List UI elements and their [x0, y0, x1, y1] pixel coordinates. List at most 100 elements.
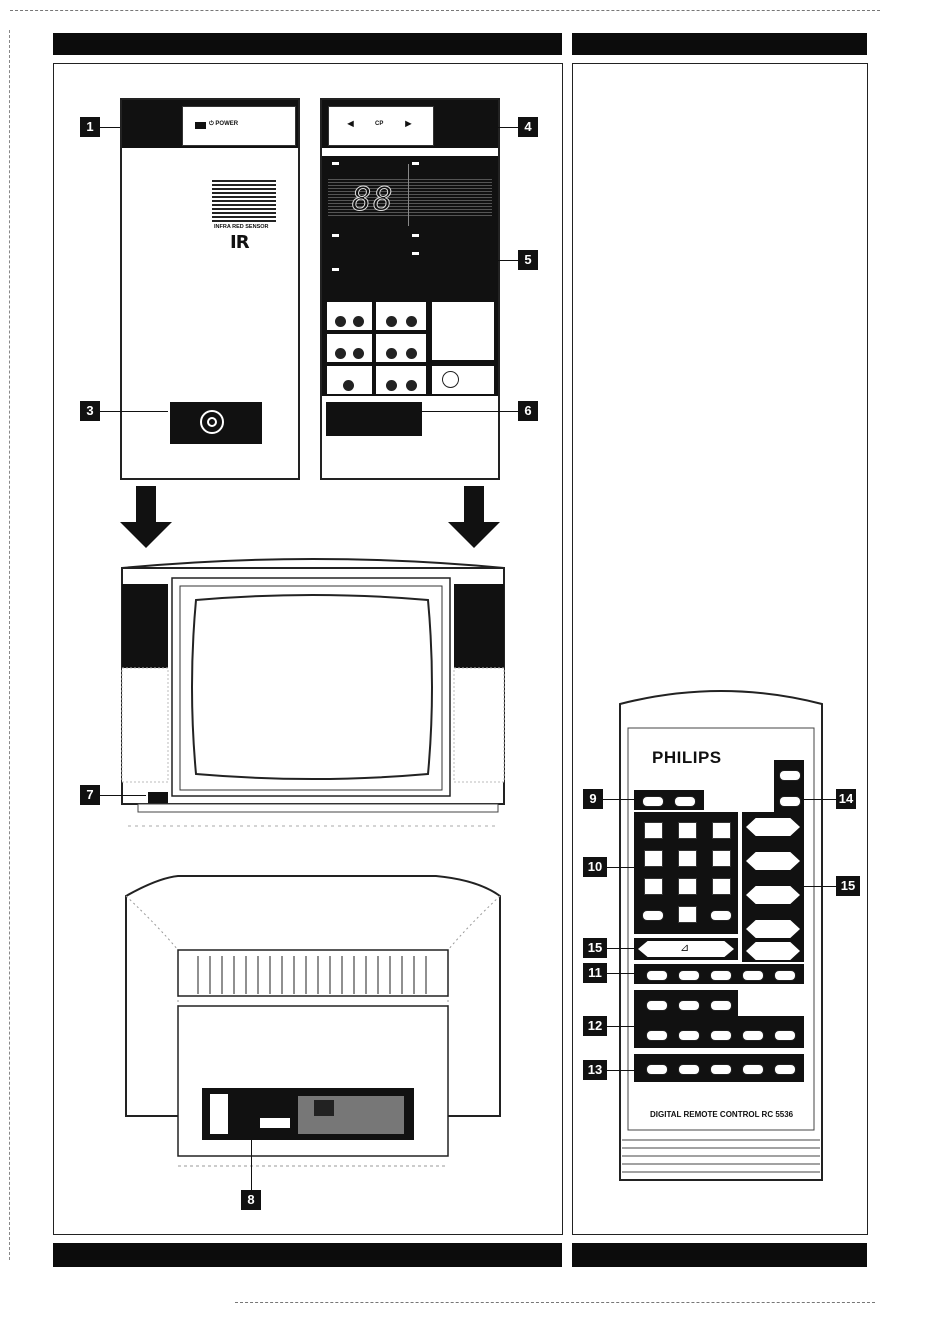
remote-button[interactable]	[774, 1030, 796, 1041]
power-standby-block	[774, 760, 804, 812]
analog-controls	[742, 812, 804, 962]
left-footer-bar	[53, 1243, 562, 1267]
remote-button[interactable]	[678, 1064, 700, 1075]
ir-logo-icon: IR	[230, 232, 249, 253]
headphone-socket-area	[170, 402, 262, 444]
remote-button[interactable]	[710, 1064, 732, 1075]
leader-6	[420, 411, 518, 412]
digit-key[interactable]	[712, 878, 731, 895]
remote-model-label: DIGITAL REMOTE CONTROL RC 5536	[650, 1110, 793, 1119]
channel-display: 88	[352, 180, 395, 218]
right-footer-bar	[572, 1243, 867, 1267]
remote-button[interactable]	[674, 796, 696, 807]
control-dial[interactable]	[432, 366, 494, 394]
arrow-key[interactable]	[746, 852, 800, 870]
power-indicator-icon	[195, 122, 206, 129]
program-selector[interactable]: ◄ CP ►	[328, 106, 434, 146]
leader-5	[496, 260, 518, 261]
callout-8: 8	[241, 1190, 261, 1210]
digit-key[interactable]	[644, 878, 663, 895]
callout-15-left: 15	[583, 938, 607, 958]
remote-button[interactable]	[642, 796, 664, 807]
leader-12	[607, 1026, 635, 1027]
control-cell-1[interactable]	[327, 302, 372, 330]
left-header-bar	[53, 33, 562, 55]
remote-button[interactable]	[646, 1030, 668, 1041]
control-panel: ◄ CP ► 88	[320, 98, 500, 480]
volume-bar: ⊿	[634, 938, 738, 960]
arrow-key[interactable]	[746, 886, 800, 904]
tv-front	[118, 554, 508, 844]
remote-button[interactable]	[678, 1030, 700, 1041]
callout-10: 10	[583, 857, 607, 877]
control-cell-6[interactable]	[376, 366, 426, 394]
remote-button[interactable]	[742, 1030, 764, 1041]
digit-key[interactable]	[678, 850, 697, 867]
callout-13: 13	[583, 1060, 607, 1080]
lower-button-strip[interactable]	[326, 402, 422, 436]
digit-key[interactable]	[644, 822, 663, 839]
leader-9	[603, 799, 635, 800]
arrow-key[interactable]	[746, 818, 800, 836]
leader-11	[607, 973, 635, 974]
right-header-bar	[572, 33, 867, 55]
remote-button[interactable]	[646, 970, 668, 981]
remote-button[interactable]	[710, 1030, 732, 1041]
leader-7	[100, 795, 146, 796]
leader-15-left	[607, 948, 637, 949]
remote-button[interactable]	[710, 910, 732, 921]
remote-button[interactable]	[742, 1064, 764, 1075]
button-group-13	[634, 1054, 804, 1082]
remote-button[interactable]	[646, 1064, 668, 1075]
control-cell-2[interactable]	[376, 302, 426, 330]
remote-button[interactable]	[678, 1000, 700, 1011]
remote-button[interactable]	[779, 770, 801, 781]
left-margin-rule	[9, 30, 10, 1260]
remote-button[interactable]	[710, 1000, 732, 1011]
volume-key[interactable]: ⊿	[638, 941, 734, 957]
control-cell-5[interactable]	[327, 366, 372, 394]
power-button-area[interactable]: ⏻ POWER	[182, 106, 296, 146]
callout-4: 4	[518, 117, 538, 137]
remote-button[interactable]	[710, 970, 732, 981]
digit-key[interactable]	[644, 850, 663, 867]
remote-control: PHILIPS ⊿	[616, 684, 826, 1184]
program-label: CP	[375, 121, 383, 127]
remote-button[interactable]	[774, 970, 796, 981]
remote-button[interactable]	[779, 796, 801, 807]
digit-key[interactable]	[712, 850, 731, 867]
program-left-icon: ◄	[345, 118, 356, 130]
digit-key[interactable]	[678, 822, 697, 839]
callout-15-right: 15	[836, 876, 860, 896]
remote-button[interactable]	[642, 910, 664, 921]
control-cell-3[interactable]	[327, 334, 372, 362]
sensor-grille	[212, 180, 276, 222]
digit-key[interactable]	[678, 878, 697, 895]
remote-button[interactable]	[646, 1000, 668, 1011]
button-group-12-ext	[734, 1016, 804, 1048]
leader-4	[496, 127, 518, 128]
callout-1: 1	[80, 117, 100, 137]
dial-icon	[442, 371, 459, 388]
callout-7: 7	[80, 785, 100, 805]
digit-key[interactable]	[712, 822, 731, 839]
leader-15-right	[804, 886, 836, 887]
leader-13	[607, 1070, 635, 1071]
remote-button[interactable]	[774, 1064, 796, 1075]
callout-11: 11	[583, 963, 607, 983]
control-flowchart[interactable]	[432, 302, 494, 360]
button-group-11	[634, 964, 804, 984]
leader-8	[251, 1128, 252, 1190]
arrow-key[interactable]	[746, 920, 800, 938]
remote-button[interactable]	[742, 970, 764, 981]
control-cell-4[interactable]	[376, 334, 426, 362]
arrow-key[interactable]	[746, 942, 800, 960]
remote-brand: PHILIPS	[652, 748, 722, 768]
headphone-socket-icon[interactable]	[200, 410, 224, 434]
volume-icon: ⊿	[680, 941, 689, 954]
display-area: 88	[322, 156, 498, 296]
leader-14	[804, 799, 836, 800]
digit-key[interactable]	[678, 906, 697, 923]
remote-button[interactable]	[678, 970, 700, 981]
power-label: ⏻ POWER	[209, 121, 238, 128]
